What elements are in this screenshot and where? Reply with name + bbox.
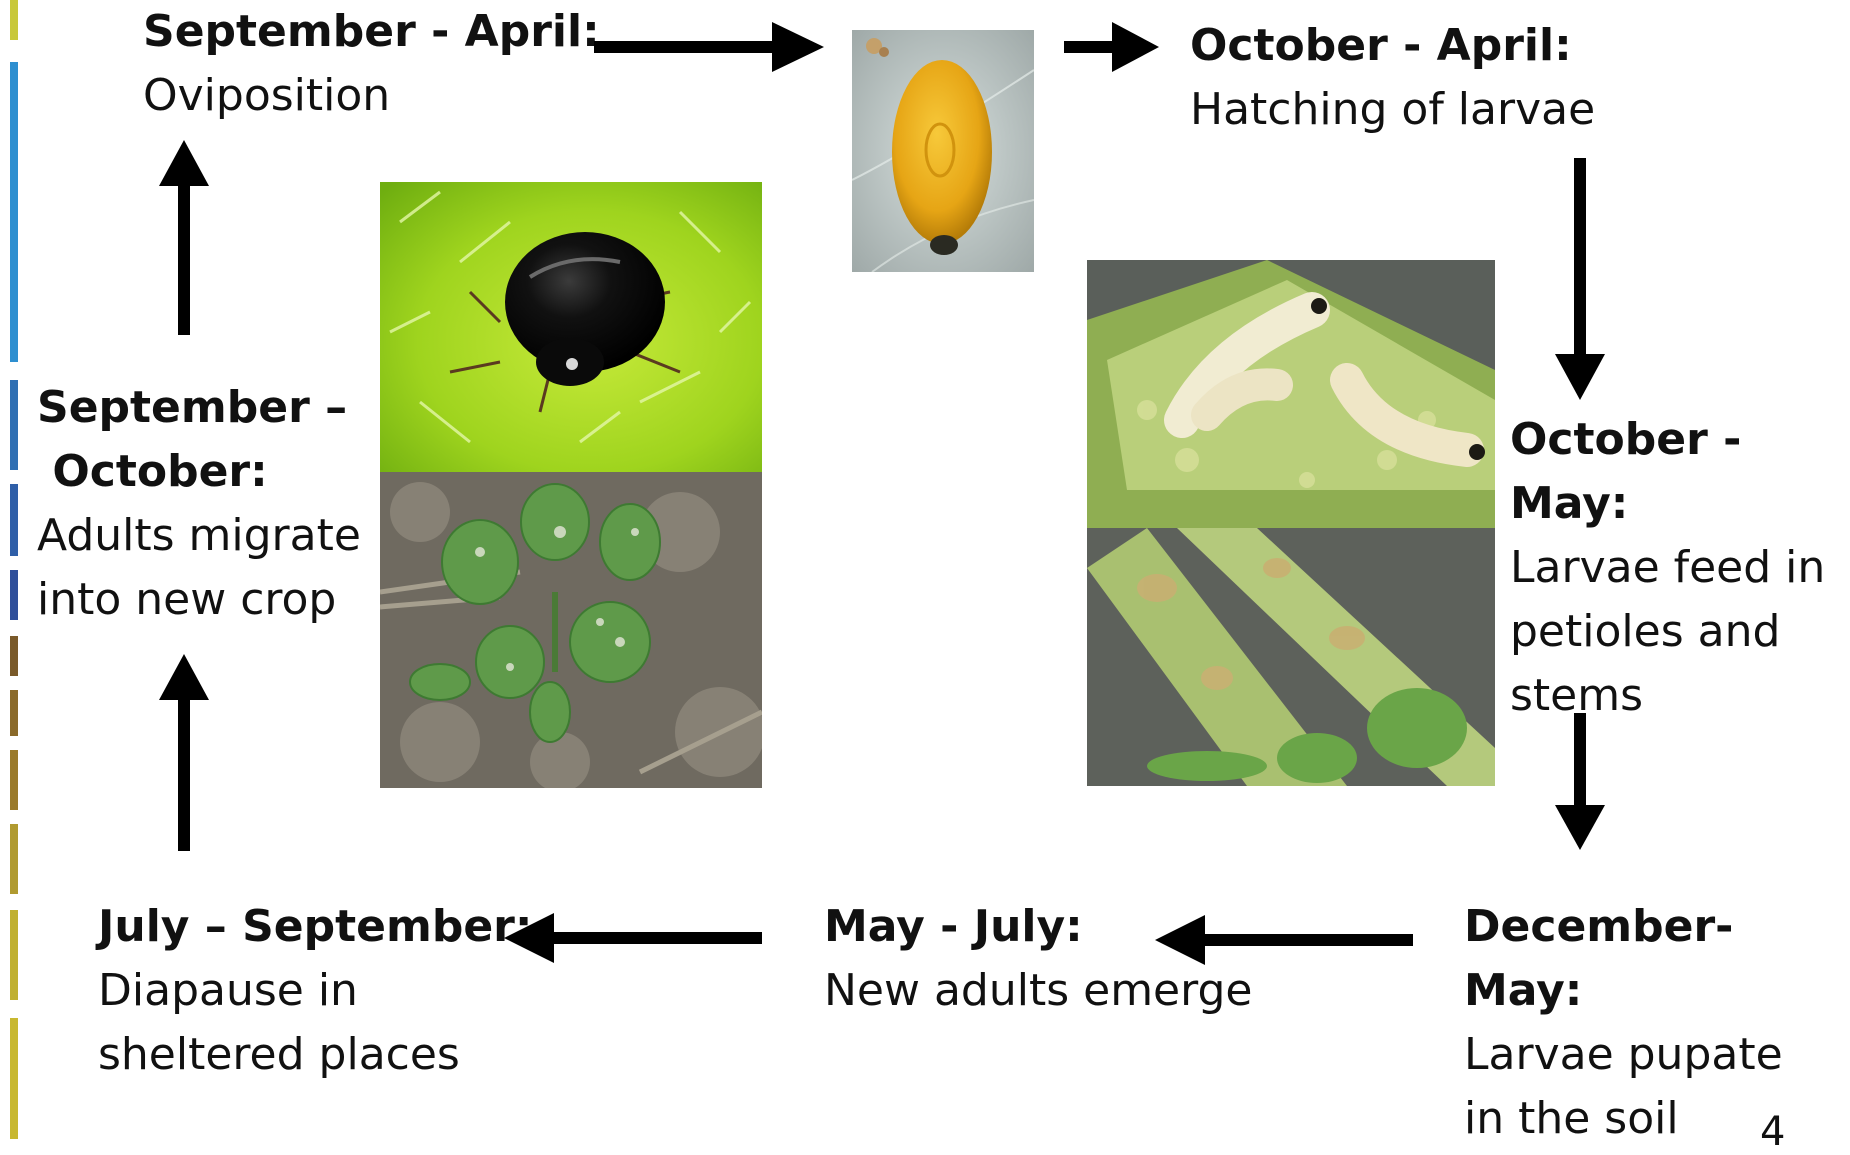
- stage-migrate: September – October: Adults migrate into…: [37, 376, 361, 632]
- page-number: 4: [1760, 1112, 1785, 1152]
- stage-heading: September - April:: [143, 0, 600, 64]
- stage-heading: December- May:: [1464, 895, 1783, 1023]
- damaged-seedling-photo: [380, 472, 762, 788]
- arrow-down: [1555, 713, 1605, 850]
- stage-description: Hatching of larvae: [1190, 78, 1595, 142]
- stage-heading: October - May:: [1510, 408, 1850, 536]
- stage-description: New adults emerge: [824, 959, 1252, 1023]
- stage-hatching: October - April: Hatching of larvae: [1190, 14, 1595, 142]
- stage-heading: July – September:: [98, 895, 532, 959]
- adult-beetle-photo: [380, 182, 762, 472]
- stage-larvae-feed: October - May: Larvae feed in petioles a…: [1510, 408, 1850, 728]
- arrow-up: [159, 654, 209, 851]
- stage-oviposition: September - April: Oviposition: [143, 0, 600, 128]
- stage-description: Larvae feed in petioles and stems: [1510, 536, 1850, 728]
- stage-description: Diapause in sheltered places: [98, 959, 532, 1087]
- arrow-left: [1155, 915, 1413, 965]
- arrow-down: [1555, 158, 1605, 400]
- stage-description: Adults migrate into new crop: [37, 504, 361, 632]
- stage-heading: September – October:: [37, 376, 361, 504]
- stage-description: Larvae pupate in the soil: [1464, 1023, 1783, 1151]
- stage-description: Oviposition: [143, 64, 600, 128]
- egg-photo: [852, 30, 1034, 272]
- larvae-photo: [1087, 260, 1495, 528]
- stage-diapause: July – September: Diapause in sheltered …: [98, 895, 532, 1087]
- arrow-left: [504, 913, 762, 963]
- arrow-right: [594, 22, 824, 72]
- arrow-up: [159, 140, 209, 335]
- damaged-stem-photo: [1087, 528, 1495, 786]
- stage-pupate: December- May: Larvae pupate in the soil: [1464, 895, 1783, 1151]
- stage-heading: October - April:: [1190, 14, 1595, 78]
- arrow-right: [1064, 22, 1159, 72]
